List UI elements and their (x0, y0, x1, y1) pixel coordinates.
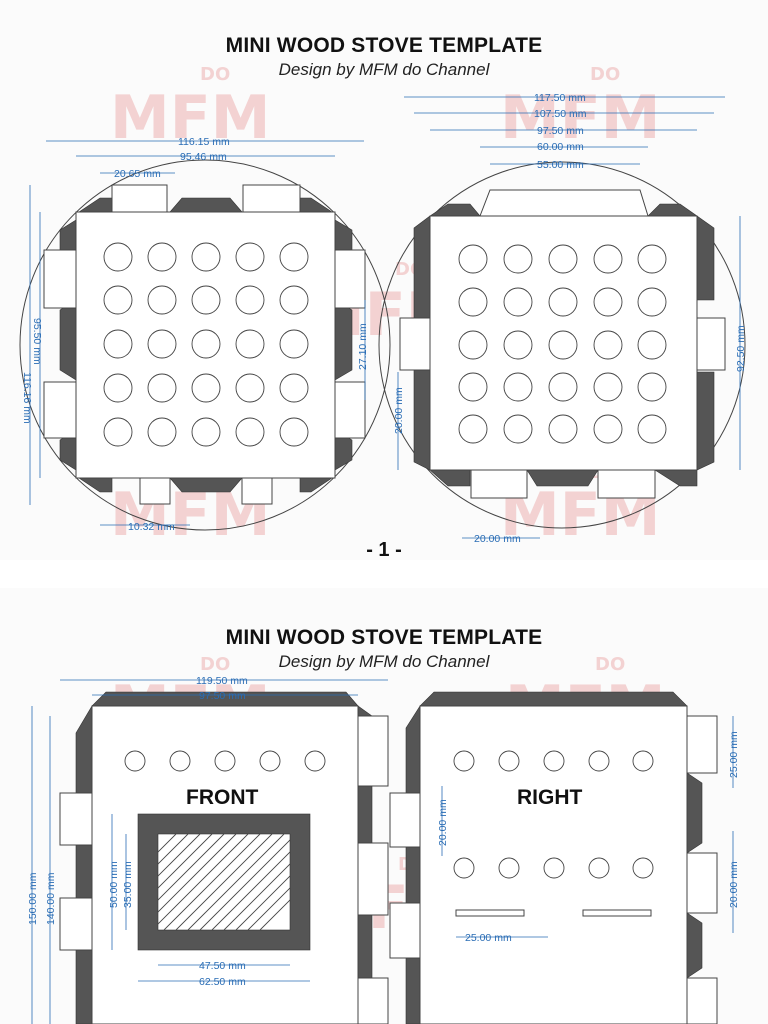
dim-50-00: 50.00 mm (108, 861, 120, 908)
dim-140-00: 140.00 mm (45, 872, 57, 925)
dim-95-50: 95.50 mm (31, 318, 43, 365)
front-panel: FRONT (59, 691, 389, 1024)
dimension-lines (29, 96, 741, 539)
dim-97-50: 97.50 mm (199, 690, 246, 702)
plate-diagrams-page-1: MFM DO MFM DO MFM DO MFM DO MFM DO (19, 64, 747, 550)
front-label: FRONT (186, 786, 258, 809)
dim-60-00: 60.00 mm (537, 141, 584, 153)
dim-47-50: 47.50 mm (199, 960, 246, 972)
dimension-lines (31, 679, 734, 1024)
template-page-2: MINI WOOD STOVE TEMPLATE Design by MFM d… (0, 588, 768, 1024)
svg-text:DO: DO (590, 64, 620, 85)
right-panel: RIGHT (389, 691, 718, 1024)
dimension-labels: 119.50 mm 97.50 mm 150.00 mm 140.00 mm 5… (27, 675, 740, 988)
dim-150-00: 150.00 mm (27, 872, 39, 925)
dim-95-46: 95.46 mm (180, 151, 227, 163)
slot (455, 909, 525, 917)
dim-20-00-right: 20.00 mm (728, 861, 740, 908)
fire-door-opening (137, 813, 311, 951)
page-title: MINI WOOD STOVE TEMPLATE (225, 34, 543, 57)
dim-116-16: 116.16 mm (21, 372, 33, 424)
left-plate (19, 159, 391, 531)
dim-20-00-vertical: 20.00 mm (393, 387, 405, 434)
page-number: - 1 - (366, 539, 402, 561)
vent-holes (453, 750, 654, 879)
vent-holes (124, 750, 326, 772)
vent-hole-grid (458, 244, 667, 444)
cutting-circle (19, 159, 391, 531)
dim-107-50: 107.50 mm (534, 108, 587, 120)
svg-text:DO: DO (200, 64, 230, 85)
right-label: RIGHT (517, 786, 583, 809)
svg-text:MFM: MFM (500, 83, 660, 153)
page-title: MINI WOOD STOVE TEMPLATE (225, 626, 543, 649)
dim-62-50: 62.50 mm (199, 976, 246, 988)
panel-diagrams-page-2: MFM DO MFM DO MFM DO (27, 654, 740, 1024)
dimension-labels: 116.15 mm 95.46 mm 20.65 mm 95.50 mm 116… (21, 92, 747, 545)
dim-10-32: 10.32 mm (128, 521, 175, 533)
dim-55-00: 55.00 mm (537, 159, 584, 171)
dim-25-00-horizontal: 25.00 mm (465, 932, 512, 944)
page-subtitle: Design by MFM do Channel (278, 60, 490, 79)
slot (582, 909, 652, 917)
right-plate (378, 161, 746, 529)
page-subtitle: Design by MFM do Channel (278, 652, 490, 671)
dim-25-00-vertical: 25.00 mm (728, 731, 740, 778)
vent-hole-grid (103, 242, 309, 447)
dim-35-00: 35.00 mm (122, 861, 134, 908)
dim-119-50: 119.50 mm (196, 675, 248, 687)
svg-text:DO: DO (200, 654, 230, 675)
svg-text:DO: DO (595, 654, 625, 675)
dim-97-50: 97.50 mm (537, 125, 584, 137)
dim-20-00-vertical: 20.00 mm (437, 799, 449, 846)
dim-20-00-horizontal: 20.00 mm (474, 533, 521, 545)
dim-116-15: 116.15 mm (178, 136, 230, 148)
cutting-circle (378, 161, 746, 529)
template-page-1: MINI WOOD STOVE TEMPLATE Design by MFM d… (19, 34, 747, 561)
dim-20-65: 20.65 mm (114, 168, 161, 180)
page-gap (0, 560, 768, 588)
dim-92-50: 92.50 mm (735, 325, 747, 372)
dim-27-10: 27.10 mm (357, 323, 369, 370)
dim-117-50: 117.50 mm (534, 92, 586, 104)
watermark-logo: MFM DO (500, 64, 660, 153)
